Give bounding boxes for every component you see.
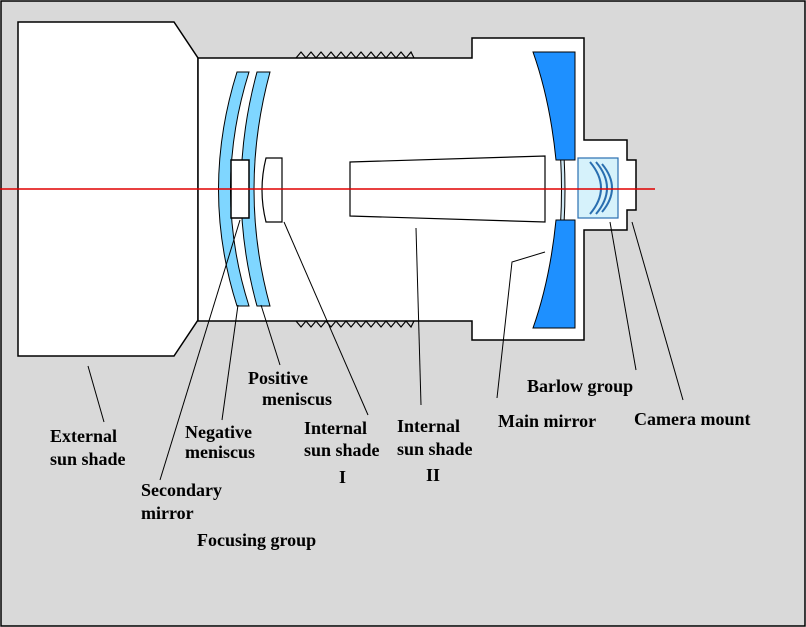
label-negative-meniscus-line1: Negative xyxy=(185,422,252,442)
leader-external-sun-shade xyxy=(87,365,105,423)
negative-meniscus xyxy=(218,71,250,307)
label-internal-sun-shade-1-line3: I xyxy=(339,467,346,487)
leader-camera-mount xyxy=(631,221,684,401)
label-main-mirror: Main mirror xyxy=(498,411,596,431)
label-external-sun-shade-line1: External xyxy=(50,426,117,446)
label-positive-meniscus-line1: Positive xyxy=(248,368,308,388)
label-secondary-mirror-line2: mirror xyxy=(141,503,194,523)
barlow-lens-3 xyxy=(601,163,613,213)
leader-positive-meniscus xyxy=(260,304,281,366)
label-internal-sun-shade-2-line1: Internal xyxy=(397,416,460,436)
leader-main-mirror xyxy=(496,251,546,399)
leader-secondary-mirror xyxy=(159,219,241,481)
label-negative-meniscus-line2: meniscus xyxy=(185,442,255,462)
main-mirror-lower xyxy=(532,219,576,329)
focuser-thread-bottom xyxy=(295,320,415,329)
leader-negative-meniscus xyxy=(221,304,239,421)
label-external-sun-shade-line2: sun shade xyxy=(50,449,126,469)
leader-internal-sun-shade-1 xyxy=(283,221,369,416)
main-mirror-upper xyxy=(532,51,576,161)
label-barlow-group: Barlow group xyxy=(527,376,633,396)
focuser-thread-top xyxy=(295,50,415,59)
label-positive-meniscus-line2: meniscus xyxy=(262,389,332,409)
internal-sun-shade-1 xyxy=(261,157,283,223)
barlow-lens-2 xyxy=(595,161,608,215)
label-secondary-mirror-line1: Secondary xyxy=(141,480,222,500)
leader-barlow-group xyxy=(609,221,637,371)
positive-meniscus xyxy=(240,71,271,307)
label-camera-mount: Camera mount xyxy=(634,409,750,429)
label-internal-sun-shade-1-line1: Internal xyxy=(304,418,367,438)
label-internal-sun-shade-2-line3: II xyxy=(426,465,440,485)
leader-internal-sun-shade-2 xyxy=(415,227,422,406)
barlow-lens-1 xyxy=(589,161,602,215)
label-focusing-group: Focusing group xyxy=(197,530,316,550)
label-internal-sun-shade-1-line2: sun shade xyxy=(304,440,380,460)
label-internal-sun-shade-2-line2: sun shade xyxy=(397,439,473,459)
